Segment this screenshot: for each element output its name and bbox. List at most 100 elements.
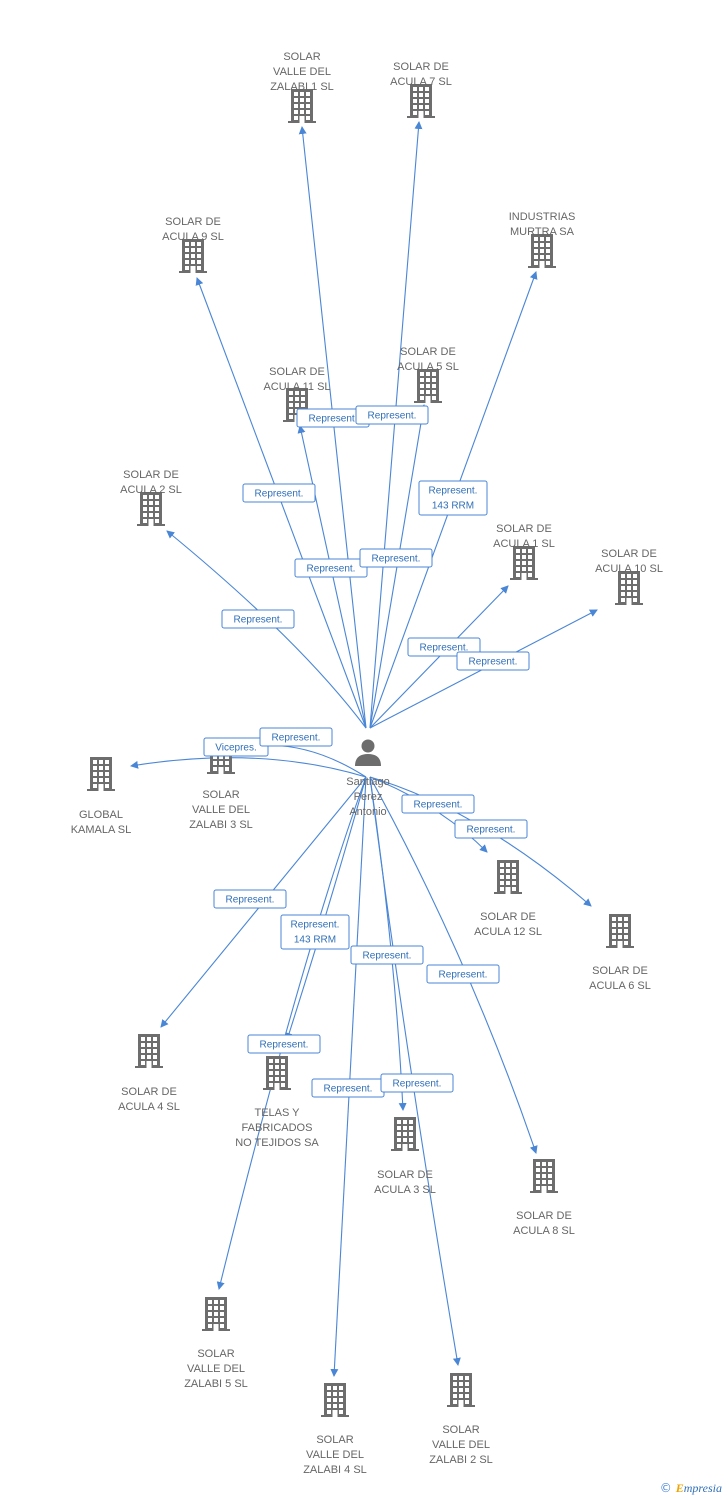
edge-label-acula2[interactable]: Represent.: [221, 609, 295, 629]
edge-label-text: Represent.: [363, 951, 412, 962]
person-label-line: Antonio: [349, 806, 386, 818]
edge-label-valle4[interactable]: Represent.: [311, 1078, 385, 1098]
edge-label-text: 143 RRM: [432, 501, 474, 512]
company-label-line: ACULA 8 SL: [513, 1225, 575, 1237]
building-icon: [263, 1056, 291, 1090]
edge-label-text: Represent.: [414, 800, 463, 811]
edge-label-murtra[interactable]: Represent.143 RRM: [418, 480, 488, 516]
company-label-line: TELAS Y: [254, 1107, 300, 1119]
edge-label-text: Represent.: [324, 1084, 373, 1095]
company-label-line: SOLAR: [197, 1348, 234, 1360]
building-icon: [391, 1117, 419, 1151]
edge-label-acula9[interactable]: Represent.: [242, 483, 316, 503]
edge-line-acula1: [369, 585, 509, 729]
company-node-acula12[interactable]: SOLAR DE ACULA 12 SL: [474, 860, 542, 938]
company-label-line: SOLAR DE: [516, 1210, 572, 1222]
company-label-line: ACULA 3 SL: [374, 1184, 436, 1196]
company-node-acula8[interactable]: SOLAR DE ACULA 8 SL: [513, 1159, 575, 1237]
edge-label-text: Represent.: [420, 643, 469, 654]
building-icon: [288, 89, 316, 123]
edge-line-acula2: [166, 530, 367, 729]
building-icon: [494, 860, 522, 894]
edge-label-telas[interactable]: Represent.143 RRM: [280, 914, 350, 950]
edge-label-acula7[interactable]: Represent.: [355, 405, 429, 425]
company-node-acula1[interactable]: SOLAR DE ACULA 1 SL: [493, 523, 555, 580]
company-label-line: ACULA 2 SL: [120, 484, 182, 496]
company-label-line: ACULA 4 SL: [118, 1101, 180, 1113]
edge-label-global[interactable]: Vicepres.: [203, 737, 269, 757]
company-label-line: FABRICADOS: [242, 1122, 313, 1134]
edge-labels-layer: Represent.Represent.Represent.Represent.…: [203, 405, 530, 1098]
company-label-line: VALLE DEL: [273, 66, 331, 78]
edge-label-valle2[interactable]: Represent.: [380, 1073, 454, 1093]
edge-label-text: Represent.: [234, 615, 283, 626]
building-icon: [137, 492, 165, 526]
empresia-brand[interactable]: ©Empresia: [660, 1481, 722, 1496]
company-label-line: SOLAR DE: [393, 61, 449, 73]
edge-label-text: Represent.: [272, 733, 321, 744]
building-icon: [510, 546, 538, 580]
building-icon: [615, 571, 643, 605]
edge-label-acula11[interactable]: Represent.: [294, 558, 368, 578]
edge-label-acula10[interactable]: Represent.: [456, 651, 530, 671]
company-label-line: ACULA 1 SL: [493, 538, 555, 550]
edge-label-acula6[interactable]: Represent.: [454, 819, 528, 839]
company-label-line: SOLAR DE: [496, 523, 552, 535]
company-label-line: SOLAR DE: [480, 911, 536, 923]
company-label-line: SOLAR DE: [269, 366, 325, 378]
company-label-line: SOLAR: [283, 51, 320, 63]
building-icon: [179, 239, 207, 273]
building-icon: [321, 1383, 349, 1417]
company-label-line: SOLAR: [442, 1424, 479, 1436]
edge-label-acula3[interactable]: Represent.: [350, 945, 424, 965]
company-node-acula4[interactable]: SOLAR DE ACULA 4 SL: [118, 1034, 180, 1113]
building-icon: [414, 369, 442, 403]
building-icon: [202, 1297, 230, 1331]
edge-line-valle5: [216, 776, 367, 1290]
edge-label-text: Represent.: [260, 1040, 309, 1051]
company-label-line: VALLE DEL: [306, 1449, 364, 1461]
edge-label-acula8[interactable]: Represent.: [426, 964, 500, 984]
building-icon: [407, 84, 435, 118]
building-icon: [447, 1373, 475, 1407]
edge-label-acula4[interactable]: Represent.: [213, 889, 287, 909]
edge-line-acula9: [195, 277, 367, 729]
edge-line-valle2: [369, 776, 461, 1366]
edge-label-text: Represent.: [309, 414, 358, 425]
edge-label-acula5[interactable]: Represent.: [359, 548, 433, 568]
company-label-line: GLOBAL: [79, 809, 123, 821]
person-icon: [355, 739, 381, 766]
person-label-line: Santiago: [346, 776, 389, 788]
edge-label-text: Represent.: [226, 895, 275, 906]
building-icon: [528, 234, 556, 268]
company-label-line: VALLE DEL: [192, 804, 250, 816]
company-label-line: SOLAR DE: [121, 1086, 177, 1098]
company-label-line: SOLAR DE: [165, 216, 221, 228]
edge-label-text: Represent.: [368, 411, 417, 422]
company-label-line: ACULA 10 SL: [595, 563, 663, 575]
edge-label-acula12[interactable]: Represent.: [401, 794, 475, 814]
edge-label-valle5[interactable]: Represent.: [247, 1034, 321, 1054]
company-label-line: ACULA 11 SL: [263, 381, 330, 393]
edge-label-valle3[interactable]: Represent.: [259, 727, 333, 747]
company-label-line: VALLE DEL: [432, 1439, 490, 1451]
company-label-line: ACULA 12 SL: [474, 926, 542, 938]
copyright-icon: ©: [659, 1481, 672, 1495]
